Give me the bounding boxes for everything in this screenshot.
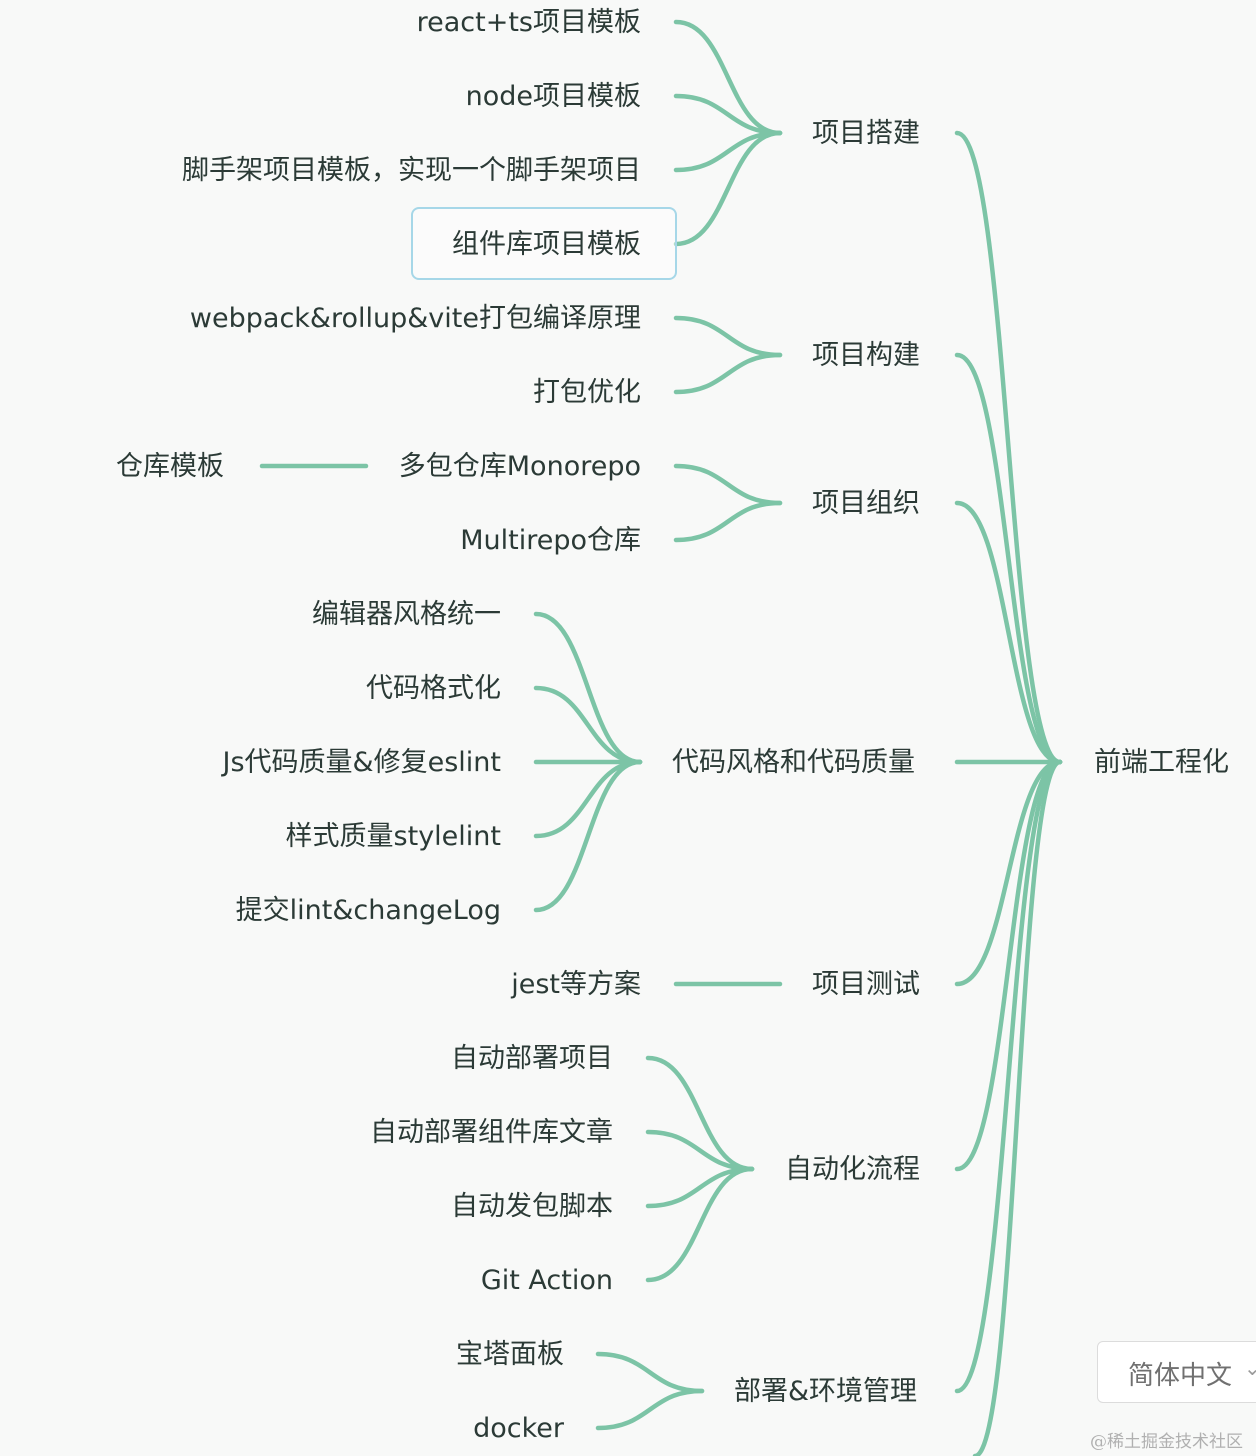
connector-line: [954, 352, 1063, 765]
leaf-node[interactable]: 多包仓库Monorepo: [398, 451, 641, 482]
leaf-node[interactable]: 样式质量stylelint: [285, 821, 501, 852]
leaf-node[interactable]: Js代码质量&修复eslint: [222, 747, 501, 778]
connector-line: [533, 611, 643, 765]
leaf-node[interactable]: 提交lint&changeLog: [235, 895, 501, 926]
connector-line: [645, 1055, 755, 1172]
leaf-node[interactable]: docker: [473, 1413, 564, 1444]
selected-node-highlight[interactable]: [411, 207, 677, 280]
leaf-node[interactable]: 打包优化: [533, 377, 641, 408]
connector-line: [673, 93, 783, 136]
connector-line: [954, 130, 1063, 765]
connector-line: [595, 1351, 705, 1394]
connector-line: [673, 463, 783, 506]
branch-node[interactable]: 部署&环境管理: [734, 1376, 918, 1407]
connector-line: [954, 759, 1063, 1394]
leaf-node[interactable]: Git Action: [480, 1265, 613, 1296]
root-node[interactable]: 前端工程化: [1094, 747, 1229, 778]
connector-line: [954, 759, 1063, 987]
leaf-node[interactable]: 宝塔面板: [456, 1339, 564, 1370]
chevron-down-icon: ⌄: [1244, 1356, 1256, 1380]
branch-node[interactable]: 项目测试: [812, 969, 920, 1000]
leaf-node[interactable]: 编辑器风格统一: [312, 599, 501, 630]
branch-node[interactable]: 自动化流程: [785, 1154, 920, 1185]
connector-line: [645, 1166, 755, 1283]
connector-line: [954, 759, 1063, 1172]
leaf-node[interactable]: 自动部署项目: [451, 1043, 613, 1074]
leaf-node[interactable]: 自动部署组件库文章: [370, 1117, 613, 1148]
leaf-node[interactable]: node项目模板: [465, 81, 641, 112]
branch-node[interactable]: 项目组织: [812, 488, 920, 519]
connector-line: [533, 685, 643, 765]
connector-line: [673, 19, 783, 136]
branch-node[interactable]: 代码风格和代码质量: [672, 747, 915, 778]
connector-line: [645, 1129, 755, 1172]
connector-line: [673, 500, 783, 543]
leaf-node[interactable]: 脚手架项目模板，实现一个脚手架项目: [182, 155, 641, 186]
language-select-value: 简体中文: [1128, 1361, 1233, 1391]
branch-node[interactable]: 项目搭建: [812, 118, 920, 149]
leaf-node-selected[interactable]: 组件库项目模板: [452, 229, 641, 260]
leaf-node[interactable]: Multirepo仓库: [460, 525, 641, 556]
leaf-node[interactable]: 代码格式化: [366, 673, 501, 704]
connector-line: [972, 759, 1063, 1456]
connector-line: [533, 759, 643, 839]
language-select[interactable]: 简体中文 ⌄: [1097, 1341, 1256, 1403]
leaf-node[interactable]: react+ts项目模板: [416, 7, 641, 38]
connector-line: [595, 1388, 705, 1431]
connector-line: [533, 759, 643, 913]
connector-line: [673, 352, 783, 395]
connector-line: [954, 500, 1063, 765]
connector-line: [673, 315, 783, 358]
connector-line: [673, 130, 783, 247]
leaf-node[interactable]: jest等方案: [511, 969, 641, 1000]
leaf-node[interactable]: webpack&rollup&vite打包编译原理: [189, 303, 641, 334]
leaf-node[interactable]: 仓库模板: [116, 451, 224, 482]
watermark: @稀土掘金技术社区: [1090, 1432, 1243, 1452]
branch-node[interactable]: 项目构建: [812, 340, 920, 371]
leaf-node[interactable]: 自动发包脚本: [451, 1191, 613, 1222]
